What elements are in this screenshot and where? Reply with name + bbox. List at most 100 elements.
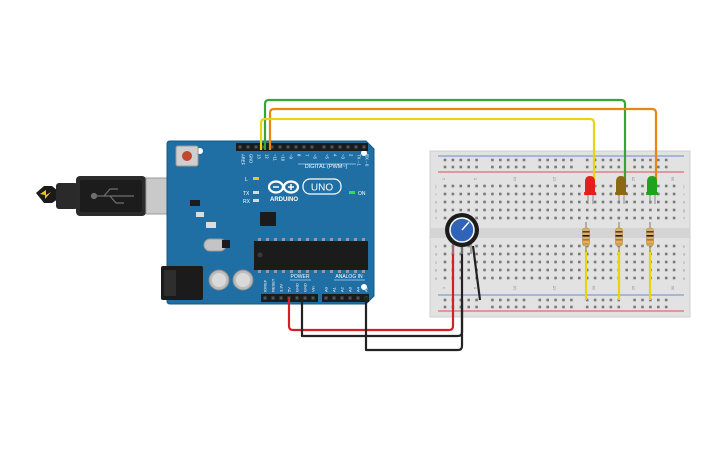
breadboard-col-number: 15 bbox=[552, 285, 557, 290]
wire-red-5v[interactable] bbox=[287, 246, 455, 332]
top-pin-label: GND bbox=[249, 154, 254, 163]
breadboard-row-letter: f bbox=[683, 216, 685, 221]
top-pin-label: ~11 bbox=[273, 154, 278, 161]
top-pin-label: RX←0 bbox=[365, 154, 370, 167]
analog-pin-label: A2 bbox=[340, 286, 345, 292]
atmega-chip bbox=[254, 241, 368, 270]
power-pin-label: IOREF bbox=[263, 279, 268, 292]
on-label: ON bbox=[358, 191, 366, 197]
arduino-brand: ARDUINO bbox=[270, 197, 298, 203]
analog-pin-label: A5 bbox=[364, 286, 369, 292]
wire-black-pot[interactable] bbox=[471, 245, 482, 301]
power-pin-label: 3.3V bbox=[279, 283, 284, 292]
breadboard-row-letter: h bbox=[435, 200, 437, 205]
breadboard-col-number: 5 bbox=[473, 286, 478, 289]
breadboard-row-letter: g bbox=[435, 208, 437, 213]
yellow-led[interactable] bbox=[615, 176, 627, 204]
top-pin-label: ~9 bbox=[289, 154, 294, 159]
top-pin-label: 12 bbox=[265, 154, 270, 159]
wires bbox=[259, 98, 658, 352]
breadboard-col-number: 10 bbox=[512, 285, 517, 290]
analog-pin-label: A3 bbox=[348, 286, 353, 292]
breadboard-row-letter: e bbox=[683, 244, 686, 249]
breadboard-col-number: 30 bbox=[670, 176, 675, 181]
breadboard-row-letter: g bbox=[683, 208, 685, 213]
wire-yellow-pin11[interactable] bbox=[259, 117, 596, 187]
breadboard-row-letter: i bbox=[684, 192, 685, 197]
breadboard-row-letter: b bbox=[683, 268, 686, 273]
breadboard-row-letter: a bbox=[683, 276, 686, 281]
onboard-led-l bbox=[253, 177, 259, 180]
breadboard-row-letter: j bbox=[435, 184, 437, 189]
top-pin-label: ~5 bbox=[325, 154, 330, 159]
wire-green-pin13[interactable] bbox=[263, 98, 627, 185]
onboard-led-tx bbox=[253, 191, 259, 194]
analog-header[interactable] bbox=[322, 294, 369, 302]
red-led[interactable] bbox=[584, 176, 596, 204]
onboard-led-rx bbox=[253, 199, 259, 202]
breadboard-row-letter: f bbox=[435, 216, 437, 221]
top-pin-label: AREF bbox=[241, 154, 246, 166]
breadboard-col-number: 30 bbox=[670, 285, 675, 290]
power-pin-label: 5V bbox=[287, 287, 292, 292]
led-label-tx: TX bbox=[243, 191, 250, 197]
mounting-hole bbox=[361, 284, 367, 290]
top-pin-label: 7 bbox=[305, 154, 310, 157]
breadboard-col-number: 25 bbox=[631, 176, 636, 181]
breadboard-row-letter: c bbox=[683, 260, 685, 265]
power-pin-label: RESET bbox=[271, 278, 276, 292]
top-pin-label: 8 bbox=[297, 154, 302, 157]
reset-button-cap[interactable] bbox=[182, 151, 192, 161]
analog-pin-label: A0 bbox=[324, 286, 329, 292]
analog-pin-label: A4 bbox=[356, 286, 361, 292]
uno-badge bbox=[302, 178, 342, 195]
potentiometer[interactable] bbox=[445, 213, 479, 254]
top-pin-label: ~3 bbox=[341, 154, 346, 159]
top-pin-label: 2 bbox=[349, 154, 354, 157]
analog-pin-label: A1 bbox=[332, 286, 337, 292]
wire-black-gnd-2[interactable] bbox=[364, 297, 464, 352]
breadboard-row-letter: j bbox=[683, 184, 685, 189]
breadboard-row-letter: d bbox=[435, 252, 437, 257]
resistor-3[interactable] bbox=[646, 222, 654, 252]
regulator-chip bbox=[222, 240, 230, 248]
breadboard-col-number: 20 bbox=[591, 285, 596, 290]
green-led[interactable] bbox=[646, 176, 658, 204]
breadboard-col-number: 15 bbox=[552, 176, 557, 181]
wire-orange-pin12[interactable] bbox=[268, 107, 658, 187]
power-header-label: POWER bbox=[291, 274, 310, 280]
breadboard-col-number: 1 bbox=[441, 286, 446, 289]
power-pin-label: GND bbox=[295, 283, 300, 292]
usb-cable bbox=[36, 176, 197, 216]
led-label-rx: RX bbox=[243, 199, 251, 205]
arduino-logo bbox=[267, 180, 300, 194]
breadboard-row-letter: e bbox=[435, 244, 438, 249]
resistor-2[interactable] bbox=[615, 222, 623, 252]
breadboard-row-letter: d bbox=[683, 252, 685, 257]
resistor-1[interactable] bbox=[582, 222, 590, 252]
resistors bbox=[582, 222, 654, 252]
mounting-hole bbox=[361, 150, 367, 156]
leds bbox=[584, 176, 658, 204]
breadboard-col-number: 5 bbox=[473, 177, 478, 180]
breadboard-row-letter: a bbox=[435, 276, 438, 281]
analog-header-label: ANALOG IN bbox=[335, 274, 363, 280]
breadboard-row-letter: c bbox=[435, 260, 437, 265]
uno-label: UNO bbox=[311, 183, 333, 194]
breadboard-row-letter: b bbox=[435, 268, 438, 273]
top-pin-label: TX→1 bbox=[357, 154, 362, 167]
breadboard-row-letter: h bbox=[683, 200, 685, 205]
power-pin-label: Vin bbox=[311, 286, 316, 292]
usb-chip bbox=[260, 212, 276, 226]
breadboard-col-number: 25 bbox=[631, 285, 636, 290]
center-channel bbox=[430, 228, 690, 238]
top-pin-label: 4 bbox=[333, 154, 338, 157]
top-pin-label: 13 bbox=[257, 154, 262, 159]
breadboard-col-number: 1 bbox=[441, 177, 446, 180]
led-label-l: L bbox=[245, 177, 248, 183]
breadboard-col-number: 10 bbox=[512, 176, 517, 181]
digital-header[interactable] bbox=[236, 143, 368, 151]
power-led bbox=[349, 191, 355, 194]
